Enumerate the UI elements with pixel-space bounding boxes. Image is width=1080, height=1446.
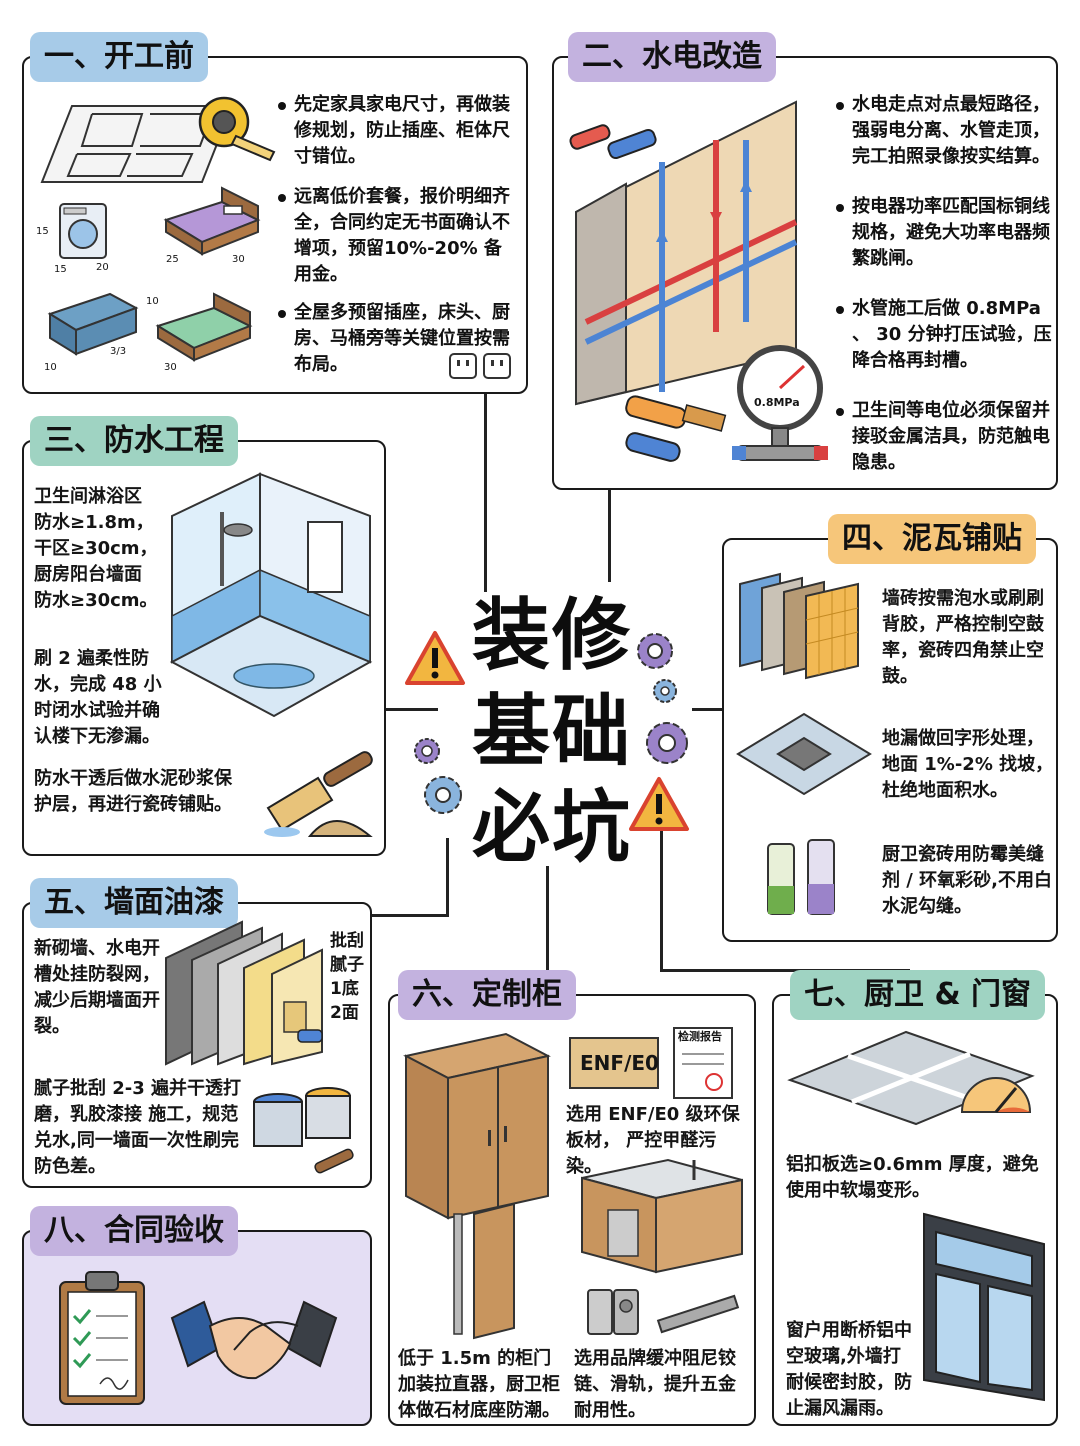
wall-layer-label: 腻子: [330, 955, 364, 975]
socket-icon: [449, 353, 511, 379]
plumbing-bullet-3: 水管施工后做 0.8MPa 、 30 分钟打压试验，压降合格再封槽。: [836, 296, 1052, 374]
section-waterproofing-tag: 三、防水工程: [30, 416, 238, 466]
paint-cans-icon: [253, 1087, 354, 1174]
main-title: 装修 基础 必坑: [462, 588, 642, 876]
hinge-and-slide-icon: [587, 1289, 740, 1335]
painting-para-2: 腻子批刮 2-3 遍并干透打磨，乳胶漆接 施工，规范兑水,同一墙面一次性刷完防色…: [34, 1078, 242, 1177]
pressure-gauge-icon: [732, 345, 828, 461]
bathroom-shower-illustration: [169, 472, 373, 718]
tape-measure-icon: [198, 96, 276, 162]
connector-s4: [692, 708, 722, 711]
gear-icon: [646, 722, 688, 764]
cabinets-para-2: 低于 1.5m 的柜门加装拉直器，厨卫柜体做石材底座防潮。: [398, 1348, 560, 1421]
waterproof-para-3: 防水干透后做水泥砂浆保护层，再进行瓷砖铺贴。: [34, 768, 232, 815]
section-tiling-tag: 四、泥瓦铺贴: [828, 514, 1036, 564]
grout-tubes-icon: [767, 839, 835, 915]
dim-label: 10: [44, 362, 57, 373]
dim-label: 3/3: [110, 346, 127, 357]
dim-label: 10: [146, 296, 159, 307]
prep-bullet-2: 远离低价套餐，报价明细齐全，合同约定无书面确认不增项，预留10%-20% 备用金…: [278, 184, 514, 288]
main-title-line-2: 基础: [471, 687, 632, 777]
enf-board-label: ENF/E0: [580, 1051, 659, 1075]
dim-label: 15: [36, 226, 49, 237]
wardrobe-illustration: [403, 1032, 551, 1220]
bed-purple-icon: [163, 186, 261, 256]
washing-machine-icon: [59, 203, 107, 259]
handshake-icon: [170, 1300, 338, 1380]
waterproof-para-1: 卫生间淋浴区防水≥1.8m，干区≥30cm，厨房阳台墙面防水≥30cm。: [34, 486, 158, 611]
connector-s5-v: [446, 838, 449, 916]
warning-icon: [405, 631, 465, 685]
section-wall-painting-tag: 五、墙面油漆: [30, 878, 238, 928]
connector-s3: [386, 708, 438, 711]
dim-label: 15: [54, 264, 67, 275]
section-plumbing-electric-tag: 二、水电改造: [568, 32, 776, 82]
tiling-para-1: 墙砖按需泡水或刷刷背胶，严格控制空鼓率，瓷砖四角禁止空鼓。: [882, 588, 1044, 687]
enf-board-icon: [569, 1037, 659, 1089]
test-report-label: 检测报告: [678, 1030, 722, 1043]
test-report-icon: [673, 1027, 733, 1099]
kitchen-bath-para-1: 铝扣板选≥0.6mm 厚度，避免使用中软塌变形。: [786, 1154, 1039, 1201]
gauge-label: 0.8MPa: [754, 396, 800, 409]
floor-drain-icon: [736, 712, 872, 796]
prep-bullet-3: 全屋多预留插座，床头、厨房、马桶旁等关键位置按需布局。: [278, 300, 514, 378]
cabinets-para-1: 选用 ENF/E0 级环保板材， 严控甲醛污染。: [566, 1104, 740, 1177]
wall-layers-illustration: [165, 920, 323, 1066]
warning-icon: [629, 777, 689, 831]
gear-icon: [653, 679, 677, 703]
connector-s2: [608, 490, 611, 582]
wire-bundle-icon: [569, 124, 657, 160]
connector-s5-h: [372, 914, 449, 917]
clipboard-checklist-icon: [59, 1271, 145, 1405]
section-contract-acceptance-tag: 八、合同验收: [30, 1206, 238, 1256]
plumbing-bullet-2: 按电器功率匹配国标铜线规格，避免大功率电器频繁跳闸。: [836, 194, 1052, 272]
sofa-icon: [47, 292, 139, 356]
section-preparation-tag: 一、开工前: [30, 32, 208, 82]
gear-icon: [414, 738, 440, 764]
tiling-para-2: 地漏做回字形处理，地面 1%-2% 找坡，杜绝地面积水。: [882, 728, 1054, 801]
thickness-gauge-icon: [960, 1077, 1032, 1113]
waterproof-para-2: 刷 2 遍柔性防水，完成 48 小时闭水试验并确认楼下无渗漏。: [34, 648, 162, 747]
gear-icon: [424, 776, 462, 814]
floor-plan-illustration: [40, 105, 234, 183]
dim-label: 25: [166, 254, 179, 265]
dim-label: 30: [232, 254, 245, 265]
cabinet-door-straightener-icon: [453, 1202, 515, 1340]
bed-green-icon: [155, 292, 253, 362]
cabinets-para-3: 选用品牌缓冲阻尼铰链、滑轨，提升五金耐用性。: [574, 1348, 736, 1421]
connector-s7-v: [660, 826, 663, 972]
window-icon: [923, 1212, 1045, 1402]
tiling-para-3: 厨卫瓷砖用防霉美缝剂 / 环氧彩砂,不用白水泥勾缝。: [882, 844, 1052, 917]
gear-icon: [637, 633, 673, 669]
connector-s6: [546, 866, 549, 970]
connector-s7-h: [660, 969, 910, 972]
tile-samples-icon: [739, 572, 859, 680]
brush-and-sand-icon: [264, 751, 373, 837]
painting-para-1: 新砌墙、水电开槽处挂防裂网，减少后期墙面开裂。: [34, 938, 160, 1037]
wall-piping-illustration: [575, 100, 798, 406]
dim-label: 30: [164, 362, 177, 373]
plumbing-bullet-4: 卫生间等电位必须保留并接驳金属洁具，防范触电隐患。: [836, 398, 1052, 476]
kitchen-bath-para-2: 窗户用断桥铝中空玻璃,外墙打耐候密封胶，防止漏风漏雨。: [786, 1320, 912, 1419]
main-title-line-3: 必坑: [471, 783, 632, 873]
wall-layer-label: 1底: [330, 979, 359, 999]
main-title-line-1: 装修: [471, 591, 632, 681]
section-kitchen-bath-windows-tag: 七、厨卫 & 门窗: [790, 970, 1046, 1020]
wall-layer-label: 批刮: [330, 931, 364, 951]
section-custom-cabinets-tag: 六、定制柜: [398, 970, 576, 1020]
connector-s1: [484, 394, 487, 592]
dim-label: 20: [96, 262, 109, 273]
plumbing-bullet-1: 水电走点对点最短路径，强弱电分离、水管走顶，完工拍照录像按实结算。: [836, 92, 1052, 170]
kitchen-cabinet-illustration: [581, 1158, 743, 1274]
wall-layer-label: 2面: [330, 1003, 359, 1023]
copper-wire-icon: [625, 395, 727, 462]
prep-bullet-1: 先定家具家电尺寸，再做装修规划，防止插座、柜体尺寸错位。: [278, 92, 514, 170]
